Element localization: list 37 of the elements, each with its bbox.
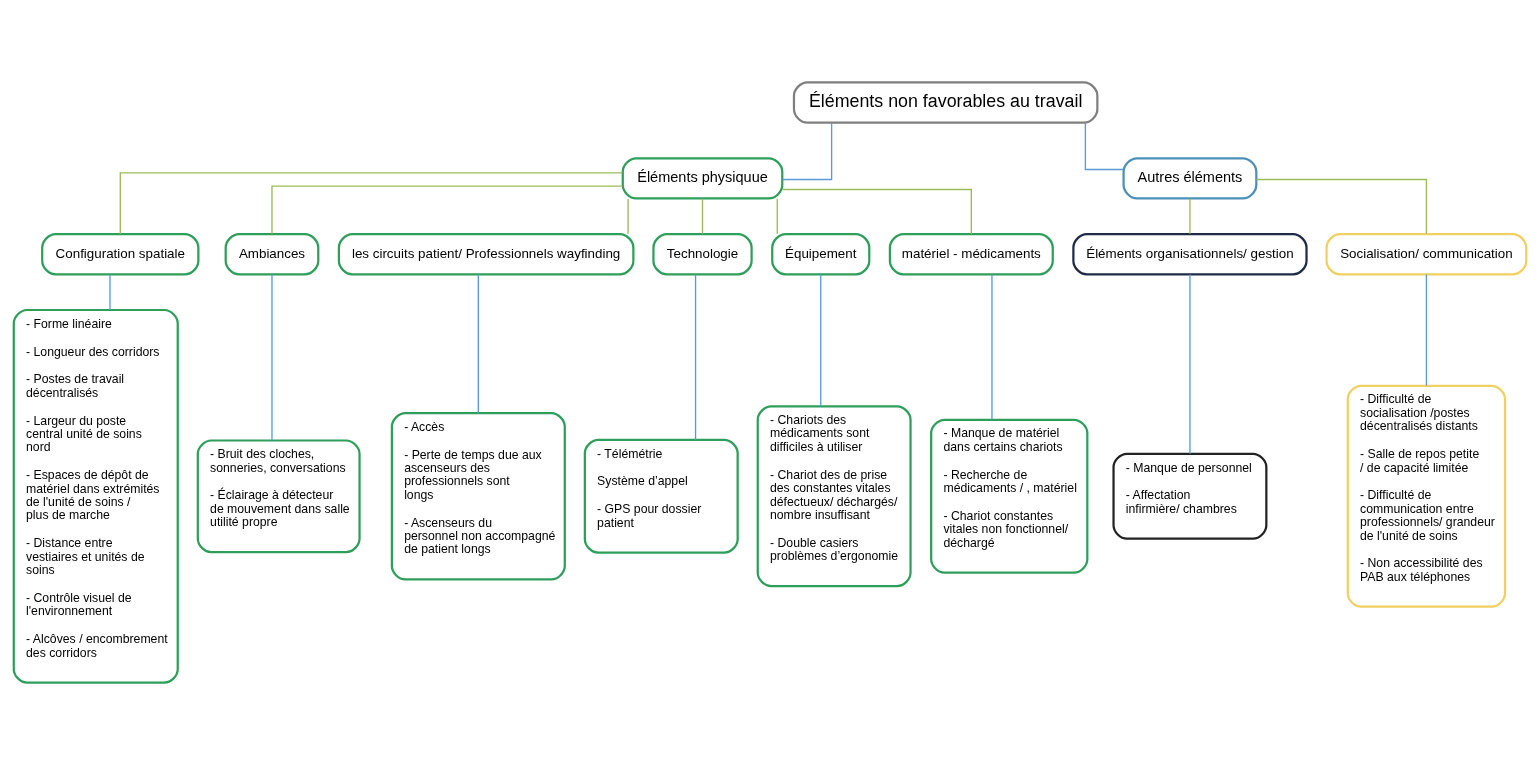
connector <box>270 185 623 235</box>
node-box: - Manque de matériel dans certains chariots - Recherche de médicaments / , matériel - Chariot constantes vitales non fonctionnel/ déchargé <box>929 418 1088 574</box>
node-box: Ambiances <box>224 233 319 276</box>
node-box: - Bruit des cloches, sonneries, conversations - Éclairage à détecteur de mouvement dans salle utilité propre <box>196 439 361 554</box>
node-box: - Difficulté de socialisation /postes décentralisés distants - Salle de repos petite / de capacité limitée - Difficulté de communication entre professionnels/ grandeur de l'unité de soins - Non accessibilité des PAB aux téléphones <box>1346 384 1506 608</box>
connector <box>1084 121 1124 171</box>
node-box: Configuration spatiale <box>40 233 199 276</box>
connector <box>776 198 778 235</box>
connector <box>1425 273 1427 387</box>
node-box: - Forme linéaire - Longueur des corridors - Postes de travail décentralisés - Largeur du poste central unité de soins nord - Espaces de dépôt de matériel dans extrémités de l'unité de soins / plus de marche - Distance entre vestiaires et unités de soins - Contrôle visuel de l'environnement - Alcôves / encombrement des corridors <box>12 308 179 684</box>
node-box: Éléments organisationnels/ gestion <box>1071 233 1308 276</box>
connector <box>781 122 832 181</box>
node-box: Technologie <box>651 233 753 276</box>
node-box: Éléments physiquue <box>621 157 783 200</box>
node-box: - Manque de personnel - Affectation infirmière/ chambres <box>1111 452 1267 540</box>
connector <box>1255 178 1427 235</box>
connector <box>1188 273 1191 455</box>
node-box: Éléments non favorables au travail <box>792 81 1098 124</box>
node-box: - Télémétrie Système d’appel - GPS pour dossier patient <box>583 438 739 554</box>
node-box: Équipement <box>770 233 870 276</box>
connector <box>119 172 623 235</box>
connector <box>990 273 993 421</box>
connector <box>694 273 696 441</box>
connector <box>819 273 821 407</box>
connector <box>701 198 703 235</box>
connector <box>626 198 629 235</box>
connector <box>781 188 972 235</box>
connector <box>270 273 273 442</box>
node-box: Socialisation/ communication <box>1324 233 1527 276</box>
connector <box>477 273 479 414</box>
connector <box>1188 198 1191 235</box>
node-box: - Chariots des médicaments sont difficiles à utiliser - Chariot des de prise des constantes vitales défectueux/ déchargés/ nombre insuffisant - Double casiers problèmes d’ergonomie <box>756 405 912 588</box>
node-box: matériel - médicaments <box>888 233 1054 276</box>
node-box: les circuits patient/ Professionnels wayfinding <box>337 233 634 276</box>
node-box: - Accès - Perte de temps due aux ascenseurs des professionnels sont longs - Ascenseurs du personnel non accompagné de patient longs <box>390 412 566 581</box>
node-box: Autres éléments <box>1121 157 1257 200</box>
connector <box>108 273 111 311</box>
